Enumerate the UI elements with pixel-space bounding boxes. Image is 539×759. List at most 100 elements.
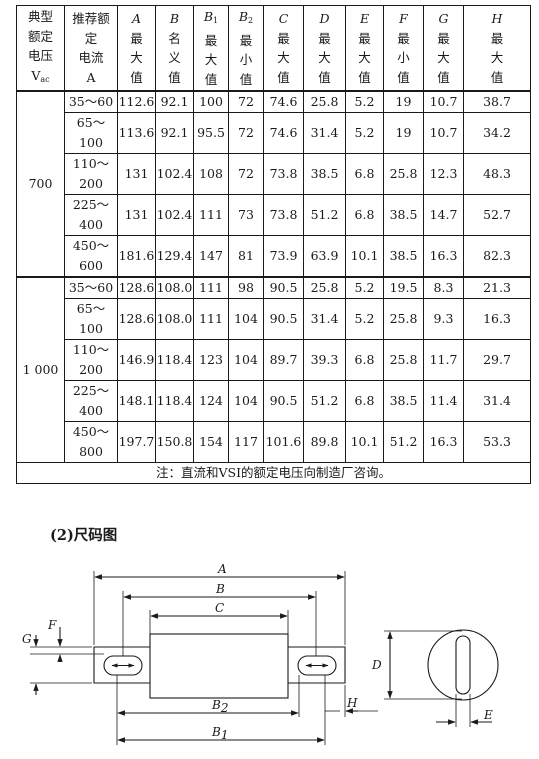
value-cell: 117 (228, 421, 264, 463)
label-b1: B1 (211, 725, 228, 742)
value-cell: 38.5 (383, 380, 424, 422)
value-cell: 5.2 (345, 90, 384, 113)
value-cell: 10.1 (345, 421, 384, 463)
value-cell: 111 (193, 194, 229, 236)
value-cell: 92.1 (155, 90, 194, 113)
value-cell: 25.8 (303, 90, 346, 113)
current-line: 400 (79, 217, 103, 232)
value-cell: 90.5 (263, 276, 304, 299)
dimension-diagram: A B C B2 B1 D E F G H (22, 562, 499, 745)
value-cell: 11.7 (423, 339, 464, 381)
label-b: B (215, 582, 225, 596)
value-cell: 16.3 (423, 235, 464, 278)
header-dim-desc: 大 (358, 50, 371, 65)
header-dim-desc: 值 (437, 69, 450, 85)
value-cell: 6.8 (345, 194, 384, 236)
value-cell: 12.3 (423, 153, 464, 195)
value-cell: 38.5 (383, 194, 424, 236)
header-dim-desc: 大 (490, 50, 504, 65)
value-cell: 5.2 (345, 276, 384, 299)
current-cell: 65～100 (64, 298, 118, 340)
header-dim-desc: 大 (318, 50, 331, 65)
current-cell: 110～200 (64, 339, 118, 381)
current-cell: 450～800 (64, 421, 118, 463)
value-cell: 5.2 (345, 298, 384, 340)
label-b2: B2 (211, 698, 228, 715)
value-cell: 89.8 (303, 421, 346, 463)
header-dim-desc: 最 (239, 32, 253, 48)
header-dim-desc: 大 (437, 50, 450, 65)
current-line: 600 (79, 258, 103, 273)
label-e: E (483, 708, 493, 722)
header-dim-letter: B1 (194, 7, 228, 31)
value-cell: 16.3 (423, 421, 464, 463)
value-cell: 48.3 (463, 153, 531, 195)
value-cell: 19 (383, 90, 424, 113)
dim-letter: E (359, 11, 370, 26)
label-d: D (371, 658, 382, 672)
value-cell: 16.3 (463, 298, 531, 340)
dim-letter-sub: 1 (213, 16, 219, 25)
header-dim-letter: B (156, 9, 193, 29)
header-dim-letter: C (264, 9, 303, 29)
value-cell: 90.5 (263, 380, 304, 422)
dim-letter-sub: 2 (248, 16, 254, 25)
dim-letter: F (399, 11, 408, 26)
dim-letter: B (169, 11, 180, 26)
label-g: G (22, 632, 32, 646)
header-dim-desc: 最 (490, 30, 504, 46)
value-cell: 82.3 (463, 235, 531, 278)
current-line: 65～ (76, 115, 106, 130)
header-dim-desc: 大 (130, 50, 143, 65)
value-cell: 102.4 (155, 194, 194, 236)
value-cell: 11.4 (423, 380, 464, 422)
value-cell: 92.1 (155, 112, 194, 154)
current-line: 400 (79, 403, 103, 418)
current-line: 65～ (76, 301, 106, 316)
dim-letter: H (491, 11, 503, 26)
header-dim-letter: H (464, 9, 530, 29)
value-cell: 74.6 (263, 112, 304, 154)
value-cell: 19.5 (383, 276, 424, 299)
current-line: 110～ (72, 156, 110, 171)
value-cell: 197.7 (117, 421, 156, 463)
value-cell: 29.7 (463, 339, 531, 381)
value-cell: 8.3 (423, 276, 464, 299)
header-current-line: 定 (84, 30, 98, 46)
dim-letter: B (238, 9, 249, 24)
current-line: 200 (79, 176, 103, 191)
value-cell: 31.4 (303, 112, 346, 154)
header-dim-desc: 义 (168, 50, 181, 65)
current-cell: 225～400 (64, 194, 118, 236)
value-cell: 95.5 (193, 112, 229, 154)
header-dim-desc: 小 (397, 50, 410, 65)
header-dim-desc: 名 (168, 30, 181, 46)
value-cell: 73.8 (263, 153, 304, 195)
current-line: 450～ (72, 424, 110, 439)
header-dim-desc: 值 (397, 69, 410, 85)
value-cell: 108.0 (155, 276, 194, 299)
header-dim-desc: 值 (318, 69, 331, 85)
current-cell: 35～60 (64, 276, 118, 299)
header-dim-letter: A (118, 9, 155, 29)
value-cell: 112.6 (117, 90, 156, 113)
value-cell: 38.5 (303, 153, 346, 195)
value-cell: 38.7 (463, 90, 531, 113)
value-cell: 131 (117, 194, 156, 236)
value-cell: 108.0 (155, 298, 194, 340)
value-cell: 10.1 (345, 235, 384, 278)
value-cell: 111 (193, 298, 229, 340)
value-cell: 25.8 (383, 153, 424, 195)
